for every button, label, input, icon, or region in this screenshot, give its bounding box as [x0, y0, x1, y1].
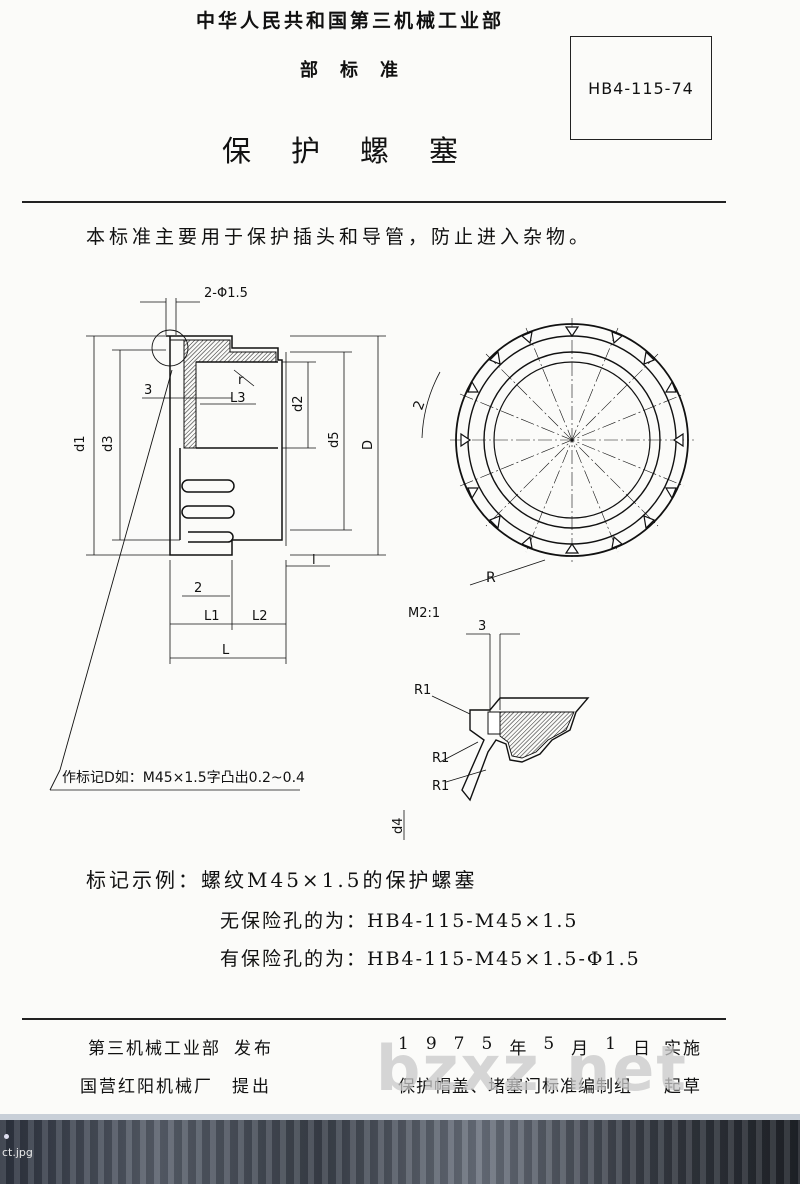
- d4-label: d4: [391, 817, 406, 834]
- purpose-text: 本标准主要用于保护插头和导管，防止进入杂物。: [86, 226, 593, 248]
- footer-rule: [22, 1018, 726, 1020]
- ministry-header: 中华人民共和国第三机械工业部: [195, 10, 504, 32]
- standard-code-box: HB4-115-74: [570, 36, 712, 140]
- scale-label: M2:1: [408, 606, 440, 621]
- L2-label: L2: [252, 609, 268, 624]
- example-with-hole: 有保险孔的为：HB4-115-M45×1.5-Φ1.5: [220, 948, 641, 970]
- L-label: L: [222, 643, 230, 658]
- document-title: 保护螺塞: [221, 134, 498, 168]
- example-heading: 标记示例：螺纹M45×1.5的保护螺塞: [86, 868, 478, 892]
- dim2-label: 2: [194, 581, 202, 596]
- detail3-label: 3: [478, 619, 486, 634]
- issuer: 第三机械工业部: [88, 1039, 221, 1059]
- proposer: 国营红阳机械厂: [80, 1077, 213, 1097]
- L3-label: L3: [230, 391, 246, 406]
- section-dimensions: [86, 335, 386, 664]
- detail-labels: 3 R1 R1 R1 d4: [391, 619, 486, 834]
- header-rule: [22, 201, 726, 203]
- l-label: l: [312, 553, 316, 568]
- front-view: [421, 318, 694, 586]
- example-without-hole: 无保险孔的为：HB4-115-M45×1.5: [220, 910, 579, 932]
- file-icon: [4, 1134, 9, 1139]
- R1c-label: R1: [432, 779, 449, 794]
- R1b-label: R1: [432, 751, 449, 766]
- R-label: R: [486, 570, 496, 586]
- implementation-date: 1 9 7 5 年 5 月 1 日: [398, 1034, 650, 1059]
- marking-note: 作标记D如：M45×1.5字凸出0.2~0.4: [62, 770, 305, 786]
- viewer-thumbnail-strip[interactable]: [0, 1120, 800, 1184]
- d1-label: d1: [73, 435, 88, 452]
- standard-level: 部标准: [300, 60, 420, 81]
- technical-drawing: 2-Φ1.5 r 3 L3 d1 d3 d2 d5 D l 2 L1 L2 L: [49, 286, 694, 840]
- file-name-label[interactable]: ct.jpg: [2, 1146, 33, 1159]
- detail-view: [403, 633, 590, 840]
- section-dimension-labels: 2-Φ1.5 r 3 L3 d1 d3 d2 d5 D l 2 L1 L2 L: [73, 286, 376, 658]
- r-label: r: [238, 373, 244, 388]
- L1-label: L1: [204, 609, 220, 624]
- standard-code: HB4-115-74: [588, 78, 694, 98]
- issue-action: 发布: [234, 1039, 274, 1059]
- hole-dim-label: 2-Φ1.5: [204, 286, 248, 301]
- R1a-label: R1: [414, 683, 431, 698]
- propose-action: 提出: [232, 1077, 272, 1097]
- dim3-label: 3: [144, 383, 152, 398]
- D-label: D: [361, 440, 376, 450]
- site-watermark: bzxz.net: [376, 1032, 688, 1105]
- implement-label: 实施: [664, 1039, 702, 1059]
- draft-label: 起草: [664, 1077, 702, 1097]
- viewer-separator: [0, 1114, 800, 1122]
- document-page: 中华人民共和国第三机械工业部 部标准 保护螺塞 HB4-115-74 本标准主要…: [22, 10, 726, 1105]
- front-view-labels: 2 R: [410, 399, 496, 586]
- compiler: 保护帽盖、堵塞门标准编制组: [398, 1077, 632, 1097]
- d5-label: d5: [327, 431, 342, 448]
- section-view: [49, 298, 287, 791]
- d2-label: d2: [291, 395, 306, 412]
- d3-label: d3: [101, 435, 116, 452]
- angle-label: 2: [410, 399, 428, 413]
